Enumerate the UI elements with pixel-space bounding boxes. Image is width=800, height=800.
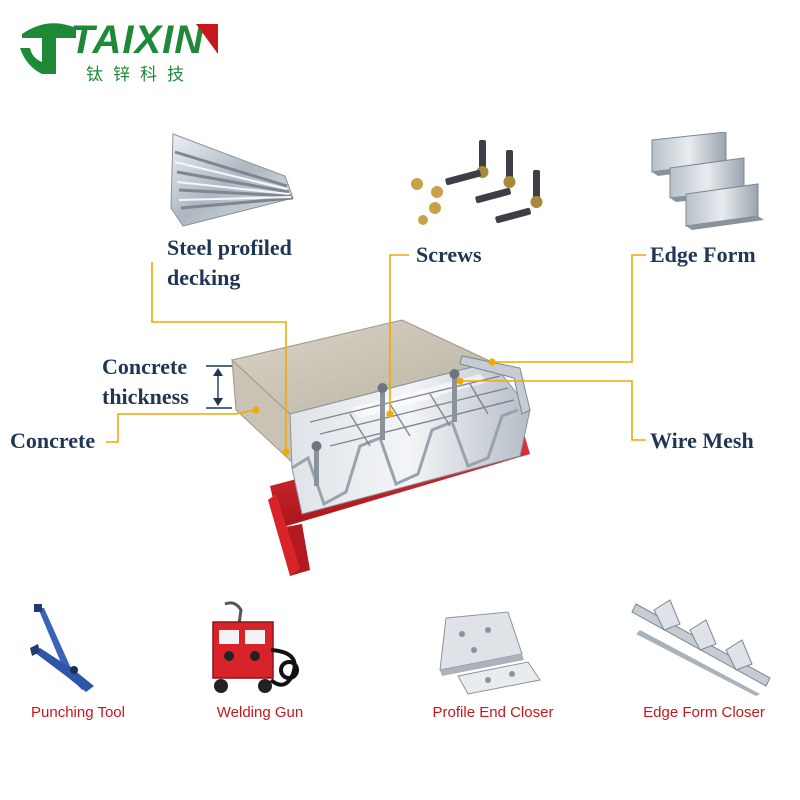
logo-red-accent-icon xyxy=(196,24,218,54)
accessory-label-welding-gun: Welding Gun xyxy=(216,704,304,721)
label-concrete-thickness: Concrete thickness xyxy=(102,354,189,409)
brand-name: TAIXIN xyxy=(70,18,205,62)
label-screws: Screws xyxy=(416,242,482,267)
end-closer-icon xyxy=(439,611,541,695)
edge-form-closer-icon xyxy=(631,599,771,696)
accessory-label-punching-tool: Punching Tool xyxy=(31,704,125,721)
leader-edge-form xyxy=(492,254,646,363)
steel-decking-sample-icon xyxy=(170,133,294,227)
thickness-dimension-icon xyxy=(206,365,232,409)
leader-wire-mesh xyxy=(460,380,646,441)
logo-mark-icon xyxy=(20,23,76,74)
label-wire-mesh: Wire Mesh xyxy=(650,428,754,453)
leader-concrete xyxy=(106,409,257,443)
label-concrete: Concrete xyxy=(10,428,96,453)
brand-chinese-name: 钛锌科技 xyxy=(86,65,194,85)
screws-sample-icon xyxy=(411,140,543,225)
welding-machine-icon xyxy=(212,601,299,693)
leader-screws xyxy=(389,254,409,414)
punching-tool-icon xyxy=(30,604,94,692)
label-steel-profiled-decking: Steel profiled decking xyxy=(167,235,292,290)
accessory-label-edge-form-closer: Edge Form Closer xyxy=(643,704,765,721)
leader-steel-decking xyxy=(151,262,287,452)
label-edge-form: Edge Form xyxy=(650,242,756,267)
composite-floor-deck-illustration xyxy=(230,319,531,576)
edge-form-sample-icon xyxy=(651,132,764,230)
accessory-label-profile-end-closer: Profile End Closer xyxy=(432,704,554,721)
